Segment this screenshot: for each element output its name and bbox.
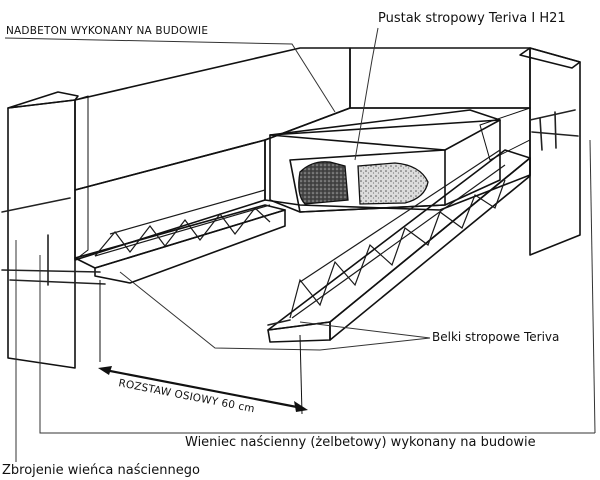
rebar-right <box>267 109 579 326</box>
label-nadbeton: NADBETON WYKONANY NA BUDOWIE <box>6 25 208 37</box>
beam-right <box>267 149 531 343</box>
label-zbrojenie: Zbrojenie wieńca naściennego <box>2 463 200 478</box>
rebar-left <box>1 197 106 286</box>
spacing-dimension-arrow <box>98 280 308 415</box>
beam-left <box>74 189 286 284</box>
hollow-block-pustak <box>269 109 501 213</box>
label-wieniec: Wieniec naścienny (żelbetowy) wykonany n… <box>185 435 536 450</box>
label-pustak: Pustak stropowy Teriva I H21 <box>378 11 566 26</box>
leader-lines <box>4 27 596 462</box>
label-rozstaw: ROZSTAW OSIOWY 60 cm <box>117 377 255 415</box>
left-wall <box>7 91 89 369</box>
label-belki: Belki stropowe Teriva <box>432 330 559 344</box>
